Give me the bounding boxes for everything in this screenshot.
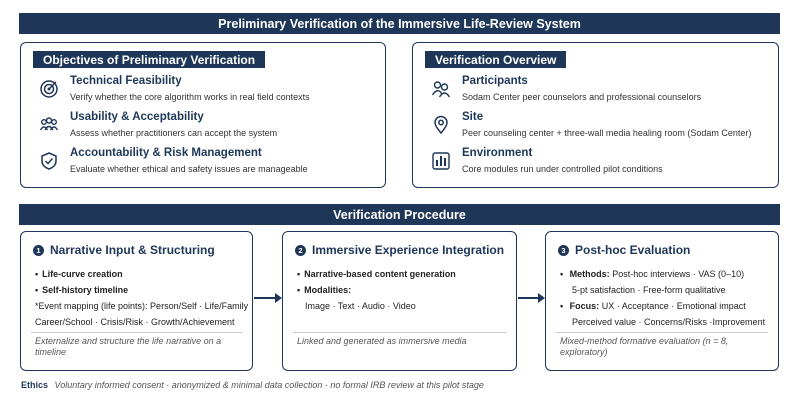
- objective-item-usability: Usability & Acceptability Assess whether…: [35, 111, 377, 147]
- step-1-line: Career/School · Crisis/Risk · Growth/Ach…: [35, 317, 235, 327]
- step-number-badge: 2: [295, 244, 306, 256]
- step-3-footer: Mixed-method formative evaluation (n = 8…: [560, 336, 729, 357]
- participants-icon: [431, 79, 451, 99]
- step-3-focus-cont: Perceived value · Concerns/Risks ·Improv…: [572, 317, 766, 327]
- step-3-methods: Methods: Post-hoc interviews · VAS (0–10…: [560, 269, 744, 279]
- overview-desc: Peer counseling center + three-wall medi…: [462, 128, 752, 138]
- step-1-line: *Event mapping (life points): Person/Sel…: [35, 301, 249, 311]
- overview-panel: Verification Overview Participants Sodam…: [412, 42, 779, 188]
- step-1-title: 1 Narrative Input & Structuring: [33, 243, 215, 257]
- overview-title: Site: [462, 111, 484, 123]
- overview-title: Participants: [462, 75, 528, 87]
- objective-desc: Evaluate whether ethical and safety issu…: [70, 164, 308, 174]
- step-2-line: Image · Text · Audio · Video: [305, 301, 416, 311]
- objective-title: Usability & Acceptability: [70, 111, 204, 123]
- main-title: Preliminary Verification of the Immersiv…: [218, 16, 581, 31]
- objective-item-accountability: Accountability & Risk Management Evaluat…: [35, 147, 377, 183]
- procedure-banner: Verification Procedure: [19, 204, 780, 225]
- step-1-line: Self-history timeline: [35, 285, 128, 295]
- objective-desc: Assess whether practitioners can accept …: [70, 128, 278, 138]
- step-3-focus: Focus: UX · Acceptance · Emotional impac…: [560, 301, 746, 311]
- divider: [31, 332, 242, 333]
- step-1-footer: Externalize and structure the life narra…: [35, 336, 222, 357]
- equalizer-icon: [431, 151, 451, 171]
- overview-title: Environment: [462, 147, 533, 159]
- step-number-badge: 3: [558, 244, 569, 256]
- overview-item-environment: Environment Core modules run under contr…: [427, 147, 770, 183]
- objective-title: Technical Feasibility: [70, 75, 182, 87]
- overview-desc: Core modules run under controlled pilot …: [462, 164, 663, 174]
- step-title-text: Immersive Experience Integration: [312, 243, 505, 257]
- shield-icon: [39, 151, 59, 171]
- objectives-panel: Objectives of Preliminary Verification T…: [20, 42, 386, 188]
- objective-title: Accountability & Risk Management: [70, 147, 262, 159]
- step-title-text: Narrative Input & Structuring: [50, 243, 215, 257]
- step-2-panel: 2 Immersive Experience Integration Narra…: [282, 231, 517, 371]
- step-3-panel: 3 Post-hoc Evaluation Methods: Post-hoc …: [545, 231, 779, 371]
- ethics-text: Voluntary informed consent · anonymized …: [54, 380, 484, 390]
- target-icon: [39, 79, 59, 99]
- overview-item-site: Site Peer counseling center + three-wall…: [427, 111, 770, 147]
- overview-heading: Verification Overview: [425, 51, 567, 68]
- step-title-text: Post-hoc Evaluation: [575, 243, 691, 257]
- location-pin-icon: [431, 115, 451, 135]
- step-2-line: Modalities:: [297, 285, 351, 295]
- main-title-banner: Preliminary Verification of the Immersiv…: [19, 13, 780, 34]
- objectives-heading: Objectives of Preliminary Verification: [33, 51, 266, 68]
- divider: [293, 332, 506, 333]
- step-number-badge: 1: [33, 244, 44, 256]
- objective-item-technical: Technical Feasibility Verify whether the…: [35, 75, 377, 111]
- objective-desc: Verify whether the core algorithm works …: [70, 92, 310, 102]
- step-2-footer: Linked and generated as immersive media: [297, 336, 467, 346]
- overview-desc: Sodam Center peer counselors and profess…: [462, 92, 702, 102]
- overview-item-participants: Participants Sodam Center peer counselor…: [427, 75, 770, 111]
- step-3-methods-cont: 5-pt satisfaction · Free-form qualitativ…: [572, 285, 726, 295]
- step-2-title: 2 Immersive Experience Integration: [295, 243, 504, 257]
- step-1-panel: 1 Narrative Input & Structuring Life-cur…: [20, 231, 253, 371]
- step-3-title: 3 Post-hoc Evaluation: [558, 243, 690, 257]
- ethics-label: Ethics: [21, 380, 49, 390]
- step-2-line: Narrative-based content generation: [297, 269, 456, 279]
- ethics-note: Ethics Voluntary informed consent · anon…: [21, 380, 484, 390]
- divider: [556, 332, 768, 333]
- arrow-step-1-to-2: [254, 293, 282, 303]
- arrow-step-2-to-3: [518, 293, 545, 303]
- step-1-line: Life-curve creation: [35, 269, 123, 279]
- procedure-heading: Verification Procedure: [333, 207, 466, 222]
- users-icon: [39, 115, 59, 135]
